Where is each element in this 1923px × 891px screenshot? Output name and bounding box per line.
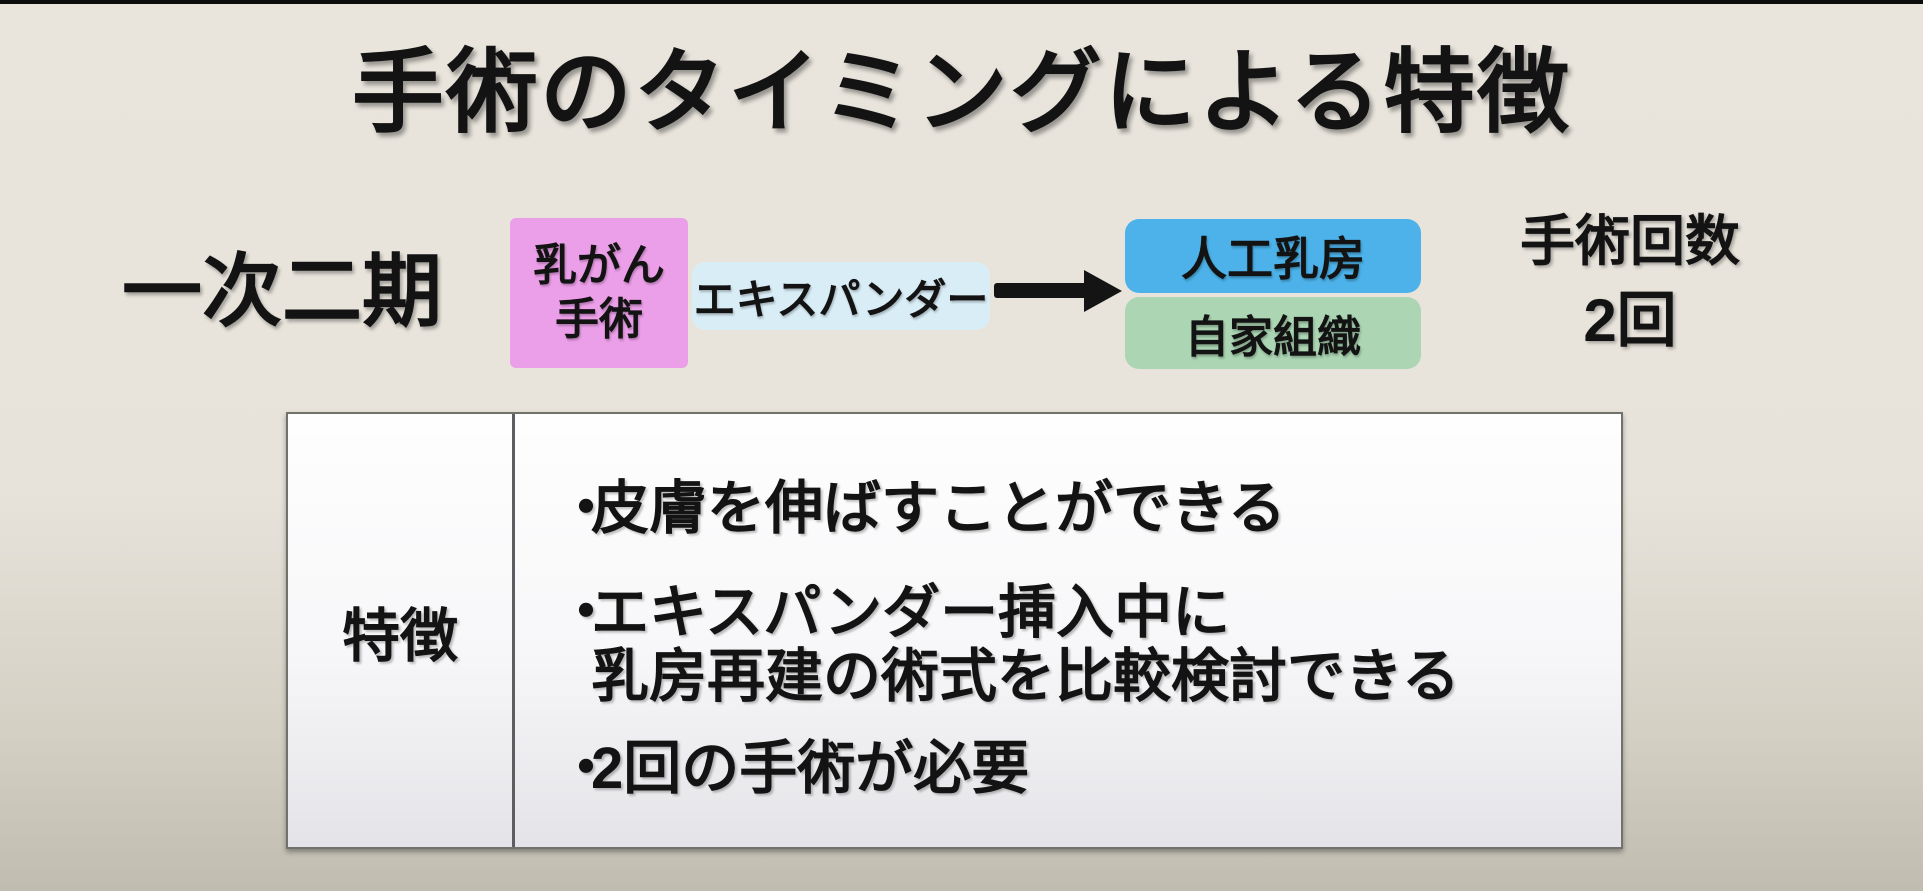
table-row-content: ・ 皮膚を伸ばすことができる ・ エキスパンダー挿入中に 乳房再建の術式を比較検… [515,414,1621,847]
bullet-dot-icon: ・ [557,736,616,801]
bullet-item-expander-comparison: ・ エキスパンダー挿入中に 乳房再建の術式を比較検討できる [557,584,1601,706]
bullet-item-skin-stretch: ・ 皮膚を伸ばすことができる [557,480,1601,544]
bullet-text: エキスパンダー挿入中に 乳房再建の術式を比較検討できる [591,580,1460,709]
bullet-text: 2回の手術が必要 [591,736,1030,801]
bullet-dot-icon: ・ [557,580,616,645]
flow-box-breast-cancer-line1: 乳がん [533,241,665,291]
bullet-item-two-surgeries: ・ 2回の手術が必要 [557,740,1601,804]
arrow-head [1084,270,1122,312]
feature-table: 特徴 ・ 皮膚を伸ばすことができる ・ エキスパンダー挿入中に 乳房再建の術式を… [286,412,1623,849]
flow-box-breast-cancer-line2: 手術 [555,295,643,344]
bullet-text: 皮膚を伸ばすことができる [591,476,1286,541]
slide-title: 手術のタイミングによる特徴 [351,42,1572,144]
flow-box-expander: エキスパンダー [692,262,990,330]
flow-box-artificial-breast: 人工乳房 [1125,219,1421,293]
flow-box-autologous-tissue: 自家組織 [1125,297,1421,369]
surgery-count-value: 2回 [1583,287,1677,354]
flow-box-breast-cancer-surgery: 乳がん 手術 [510,218,688,368]
bullet-dot-icon: ・ [557,476,616,541]
surgery-count: 手術回数 2回 [1450,214,1810,351]
surgery-count-label: 手術回数 [1519,210,1740,272]
table-row-header: 特徴 [288,414,515,847]
letterbox-bar [0,0,1923,4]
arrow-shaft [994,283,1090,298]
stage-label: 一次二期 [122,247,442,336]
right-arrow-icon [994,268,1122,312]
